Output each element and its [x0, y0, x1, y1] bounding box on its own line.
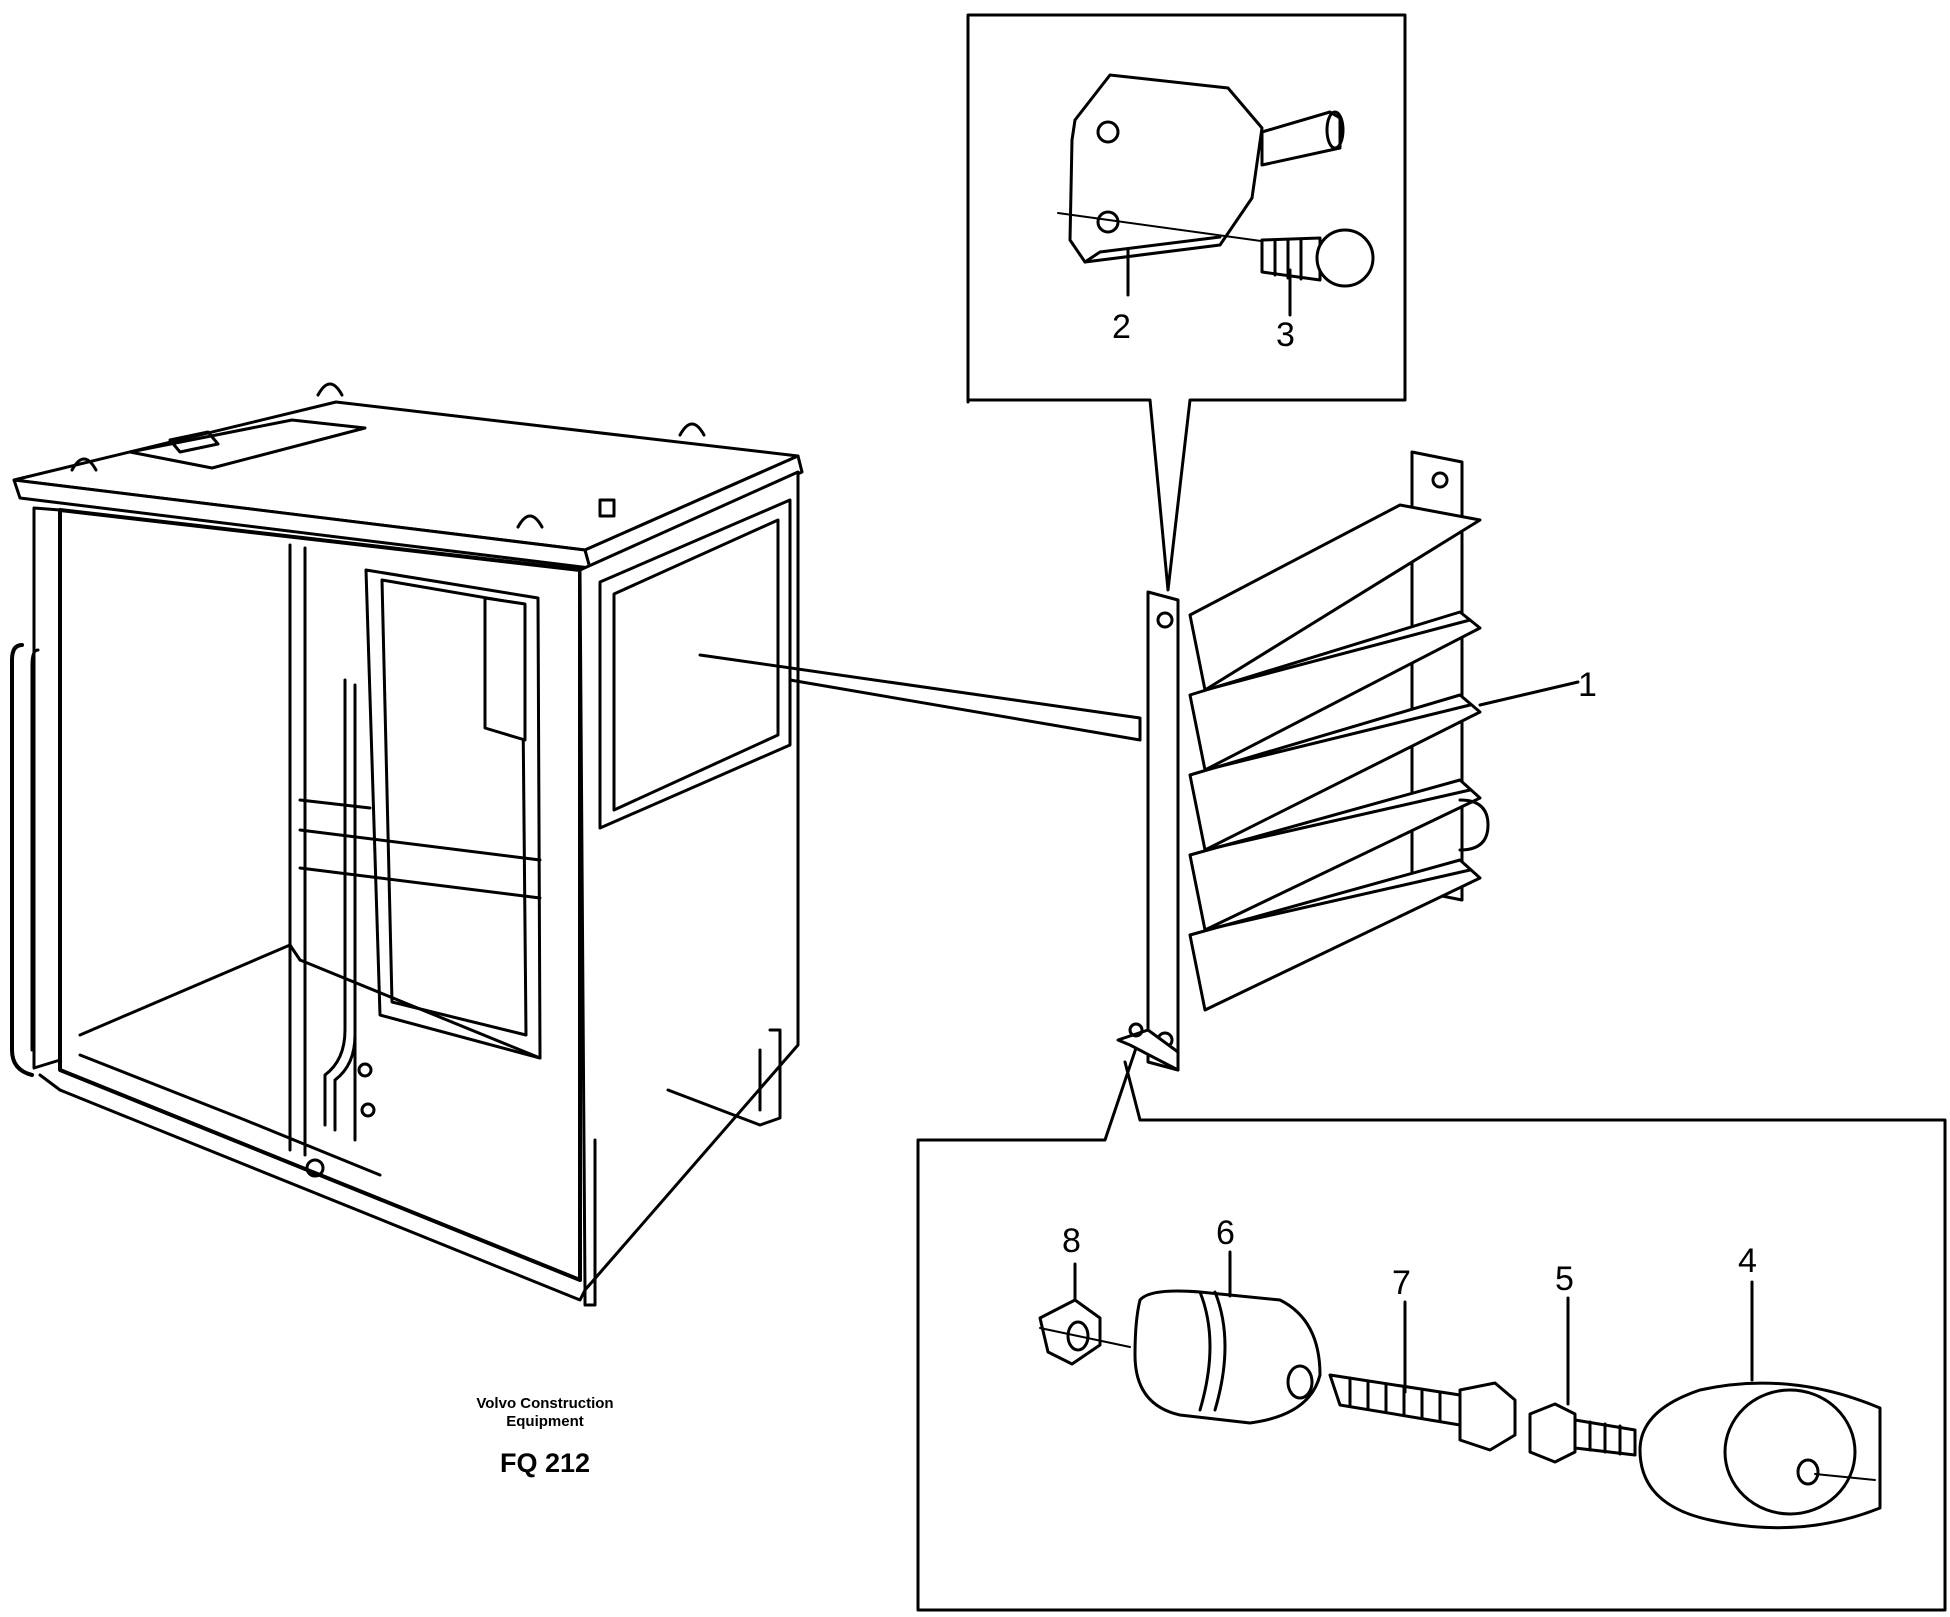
operator-cab: [10, 382, 1142, 1307]
callout-5: 5: [1555, 1260, 1574, 1298]
callout-4: 4: [1738, 1242, 1757, 1280]
publisher-caption: Volvo Construction Equipment: [430, 1395, 660, 1431]
callout-1: 1: [1578, 666, 1597, 704]
figure-code: FQ 212: [499, 1448, 591, 1478]
louvre-assembly: 1: [1116, 450, 1597, 1072]
callout-3: 3: [1276, 316, 1295, 354]
callout-8: 8: [1062, 1222, 1081, 1260]
callout-7: 7: [1392, 1264, 1411, 1302]
callout-6: 6: [1216, 1214, 1235, 1252]
publisher-line-1: Volvo Construction: [476, 1395, 614, 1412]
publisher-line-2: Equipment: [506, 1413, 584, 1430]
detail-box-damper: 8 6 7 5 4: [916, 1046, 1947, 1612]
detail-box-bracket: 2 3: [966, 13, 1407, 592]
callout-2: 2: [1112, 308, 1131, 346]
